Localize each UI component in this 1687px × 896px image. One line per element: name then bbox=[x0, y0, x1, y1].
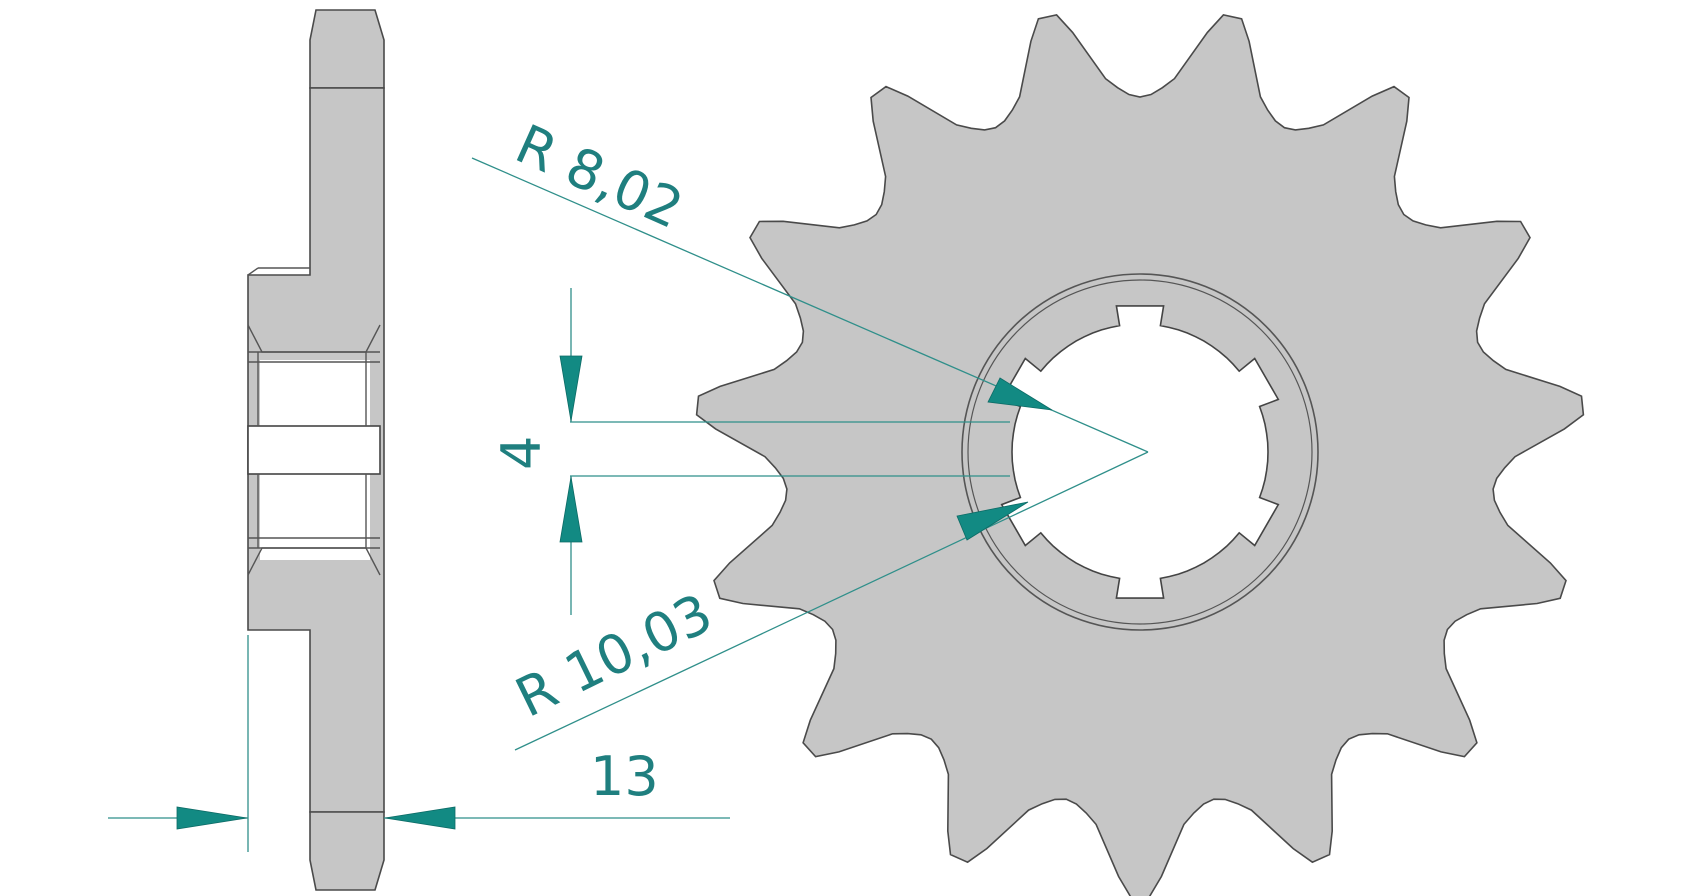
side-view-top-tooth bbox=[309, 9, 385, 89]
arrow-keyway-top bbox=[559, 355, 583, 422]
side-view-line bbox=[247, 267, 259, 276]
arrow-hub-left bbox=[176, 806, 248, 830]
label-hub-width: 13 bbox=[590, 745, 659, 808]
leader-line-r-outer bbox=[514, 451, 1149, 751]
arrow-r-outer bbox=[956, 501, 1029, 541]
side-view-bottom-tooth bbox=[309, 811, 385, 891]
splined-bore bbox=[1000, 305, 1280, 599]
hub-outer-ring bbox=[961, 273, 1319, 631]
label-keyway-width: 4 bbox=[490, 436, 553, 470]
side-view-keyway bbox=[247, 425, 381, 475]
label-radius-outer: R 10,03 bbox=[506, 581, 722, 729]
sprocket-side-view bbox=[247, 9, 385, 891]
hub-inner-ring bbox=[967, 279, 1313, 625]
arrow-r-inner bbox=[987, 377, 1053, 411]
arrow-keyway-bottom bbox=[559, 476, 583, 543]
arrow-hub-right bbox=[384, 806, 456, 830]
label-radius-inner: R 8,02 bbox=[507, 112, 692, 241]
